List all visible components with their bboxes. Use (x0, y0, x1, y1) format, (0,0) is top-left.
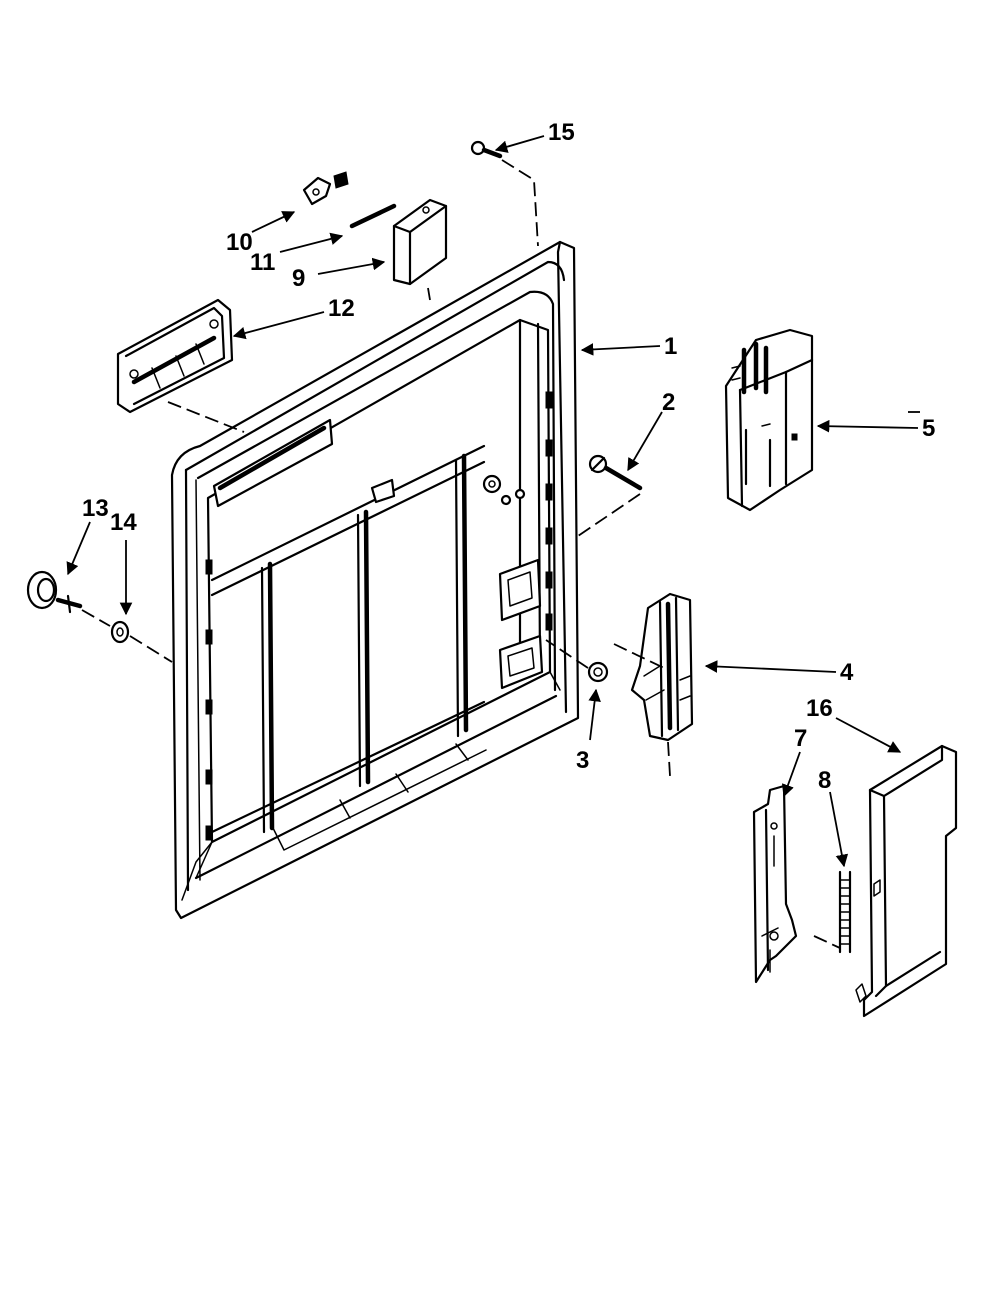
knob-13 (26, 570, 83, 614)
callout-4: 4 (840, 659, 854, 686)
switch-assembly (724, 328, 814, 512)
assembly-lines (81, 159, 841, 949)
callout-12: 12 (328, 295, 355, 322)
callout-1: 1 (664, 333, 677, 360)
callout-10: 10 (226, 229, 253, 256)
callout-7: 7 (794, 725, 807, 752)
inner-door-panel (170, 240, 580, 920)
callout-2: 2 (662, 389, 675, 416)
callout-9: 9 (292, 265, 305, 292)
callout-8: 8 (818, 767, 831, 794)
callout-14: 14 (110, 509, 137, 536)
spring (349, 203, 397, 229)
callout-labels: 1 2 3 4 5 7 8 9 10 11 12 13 14 15 16 (82, 119, 935, 794)
leader-arrows (66, 135, 920, 868)
latch-spring (838, 870, 852, 954)
screw-2 (588, 454, 643, 491)
washer-14 (110, 620, 130, 644)
latch-bracket (752, 784, 798, 984)
vent-cover (392, 198, 448, 286)
nut-3 (587, 661, 609, 683)
side-cover (855, 744, 958, 1018)
screw-15 (470, 140, 503, 159)
callout-16: 16 (806, 695, 833, 722)
clip (302, 171, 349, 206)
callout-11: 11 (250, 249, 275, 276)
callout-13: 13 (82, 495, 109, 522)
callout-5: 5 (922, 415, 935, 442)
vent-bracket (116, 298, 234, 414)
callout-15: 15 (548, 119, 575, 146)
callout-3: 3 (576, 747, 589, 774)
